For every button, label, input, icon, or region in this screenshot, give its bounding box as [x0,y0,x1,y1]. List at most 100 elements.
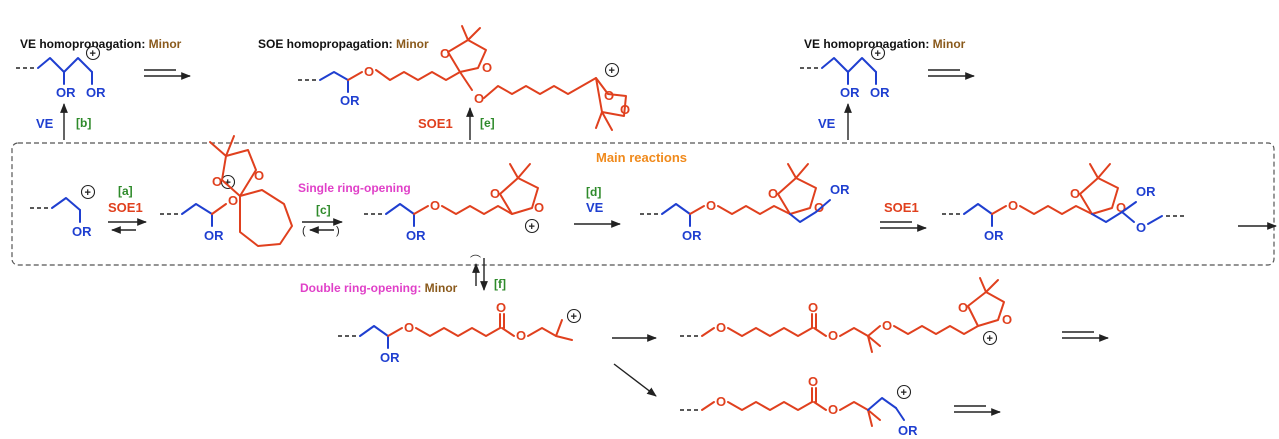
ve-homo-structure-left: OR OR + [16,45,106,100]
o-atom: O [364,64,374,79]
o-atom: O [716,320,726,335]
svg-text:+: + [987,333,993,345]
o-atom: O [828,328,838,343]
or-label: OR [898,423,918,438]
soe-added-ester-product: O O O O O O + [680,277,1012,353]
soe1-reagent-label: SOE1 [108,200,143,215]
o-atom: O [808,374,818,389]
or-label: OR [86,85,106,100]
soe1-reagent-label: SOE1 [884,200,919,215]
svg-text:+: + [571,311,577,323]
o-atom: O [404,320,414,335]
cation-charge: + [982,330,998,346]
cation-charge: + [80,184,96,200]
paren-left: ( [302,225,306,237]
o-atom: O [808,300,818,315]
soe-homo-structure: OR O O O O O O + [298,25,630,131]
paren-right: ) [336,225,340,237]
soe1-reagent-label: SOE1 [418,116,453,131]
or-label: OR [340,93,360,108]
o-atom: O [706,198,716,213]
o-atom: O [1008,198,1018,213]
cation-charge: + [566,308,582,324]
spiro-oxonium-intermediate: OR O + O O [160,135,293,247]
ve-added-product: OR O O O OR [640,163,850,243]
or-label: OR [1136,184,1156,199]
o-atom: O [1070,186,1080,201]
or-label: OR [56,85,76,100]
ring-opened-dioxolanium: OR O O O + [364,163,544,243]
o-atom: O [828,402,838,417]
or-label: OR [682,228,702,243]
o-atom: O [882,318,892,333]
o-atom: O [430,198,440,213]
single-ring-opening-label: Single ring-opening [298,181,411,195]
svg-text:+: + [875,48,881,60]
or-label: OR [830,182,850,197]
or-label: OR [72,224,92,239]
o-atom: O [1136,220,1146,235]
o-atom: O [768,186,778,201]
ve-reagent-label: VE [36,116,54,131]
o-atom: O [474,91,484,106]
svg-text:+: + [85,187,91,199]
ve-reagent-label: VE [586,200,604,215]
initial-ve-cation: OR + [30,184,96,239]
main-reactions-box [11,142,1275,266]
o-atom: O [482,60,492,75]
o-atom: O [1002,312,1012,327]
reaction-arrow [928,70,974,76]
o-atom: O [534,200,544,215]
svg-text:+: + [225,177,231,189]
o-atom: O [212,174,222,189]
ve-added-ester-product: O O O OR + [680,374,918,438]
o-atom: O [1116,200,1126,215]
step-b-label: [b] [76,116,91,130]
o-atom: O [496,300,506,315]
step-c-label: [c] [316,203,331,217]
ve-homo-title-right: VE homopropagation: Minor [804,37,966,51]
reaction-arrow [954,406,1000,412]
cation-charge: + [220,174,236,190]
cation-charge: + [896,384,912,400]
step-e-label: [e] [480,116,495,130]
double-ring-opening-label: Double ring-opening: Minor [300,281,458,295]
or-label: OR [840,85,860,100]
propagating-chain: OR O O O OR O [942,163,1184,243]
o-atom: O [440,46,450,61]
o-atom: O [228,193,238,208]
o-atom: O [490,186,500,201]
soe-homo-title: SOE homopropagation: Minor [258,37,429,51]
or-label: OR [984,228,1004,243]
o-atom: O [516,328,526,343]
reaction-arrow [1062,332,1108,338]
cation-charge: + [85,45,101,61]
or-label: OR [870,85,890,100]
ester-carbocation: OR O O O + [338,300,582,365]
step-a-label: [a] [118,184,133,198]
svg-text:+: + [90,48,96,60]
cation-charge: + [870,45,886,61]
or-label: OR [406,228,426,243]
reaction-arrow [880,222,926,228]
cation-charge: + [524,218,540,234]
paren-top: ⌒ [470,254,481,267]
svg-text:+: + [609,65,615,77]
step-f-label: [f] [494,277,506,291]
o-atom: O [716,394,726,409]
svg-text:+: + [901,387,907,399]
cation-charge: + [604,62,620,78]
or-label: OR [204,228,224,243]
o-atom: O [604,88,614,103]
o-atom: O [620,102,630,117]
ve-reagent-label: VE [818,116,836,131]
ve-homo-structure-right: OR OR + [800,45,890,100]
o-atom: O [254,168,264,183]
o-atom: O [814,200,824,215]
or-label: OR [380,350,400,365]
reaction-arrow [613,363,657,397]
o-atom: O [958,300,968,315]
main-reactions-title: Main reactions [596,150,687,165]
step-d-label: [d] [586,185,601,199]
